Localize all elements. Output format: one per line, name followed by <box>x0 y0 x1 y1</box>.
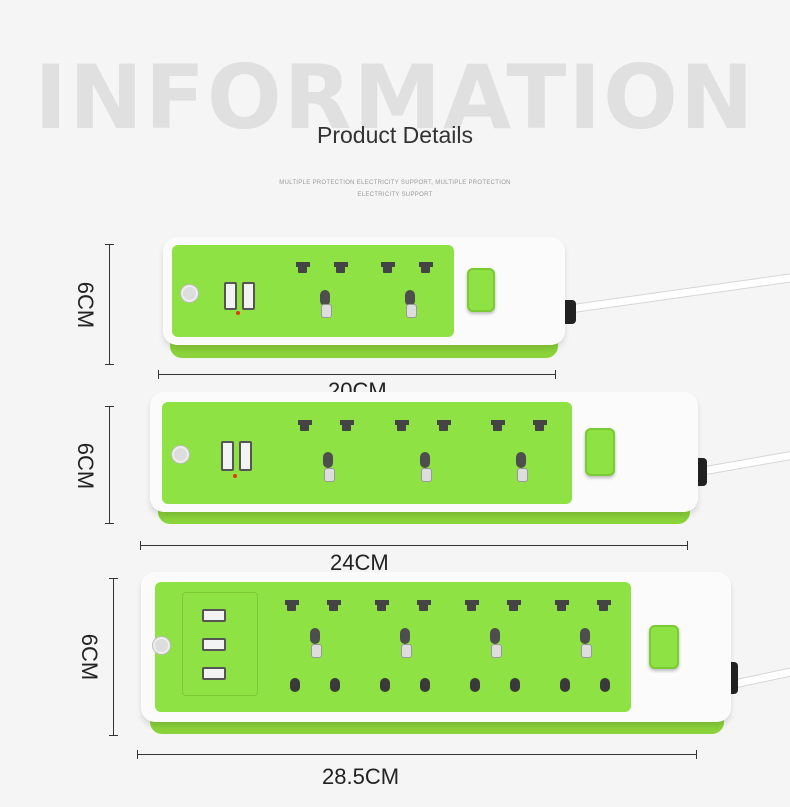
length-dimension-line <box>140 541 688 550</box>
length-dimension-line <box>137 750 697 759</box>
power-cord <box>731 663 790 689</box>
usb-status-light <box>236 311 240 315</box>
height-label: 6CM <box>73 442 99 490</box>
page-title: Product Details <box>317 122 473 148</box>
outlet-2[interactable] <box>379 262 443 326</box>
usb-port-1[interactable] <box>202 609 226 622</box>
power-cord <box>699 445 790 476</box>
power-switch[interactable] <box>585 428 615 476</box>
power-switch[interactable] <box>649 625 679 669</box>
outlet-1[interactable] <box>294 262 358 326</box>
outlet-4[interactable] <box>555 600 619 696</box>
power-cord <box>565 272 790 314</box>
outlet-3[interactable] <box>465 600 529 696</box>
subtitle-line-1: MULTIPLE PROTECTION ELECTRICITY SUPPORT,… <box>279 180 511 186</box>
height-label: 6CM <box>73 281 99 329</box>
length-dimension-line <box>158 370 556 379</box>
length-label: 24CM <box>330 550 389 575</box>
usb-port-2[interactable] <box>239 441 252 471</box>
height-dimension-line <box>109 578 118 736</box>
indicator-light <box>181 285 198 302</box>
usb-port-1[interactable] <box>221 441 234 471</box>
height-label: 6CM <box>77 633 103 681</box>
usb-status-light <box>233 474 237 478</box>
indicator-light <box>153 637 170 654</box>
outlet-2[interactable] <box>393 420 457 484</box>
usb-port-3[interactable] <box>202 667 226 680</box>
watermark-text: INFORMATION <box>34 46 756 149</box>
outlet-1[interactable] <box>285 600 349 696</box>
subtitle-line-2: ELECTRICITY SUPPORT <box>357 192 433 198</box>
outlet-3[interactable] <box>489 420 553 484</box>
usb-port-2[interactable] <box>202 638 226 651</box>
length-label: 28.5CM <box>322 764 400 789</box>
indicator-light <box>172 446 189 463</box>
power-switch[interactable] <box>467 268 495 312</box>
height-dimension-line <box>105 244 114 365</box>
height-dimension-line <box>105 406 114 524</box>
outlet-2[interactable] <box>375 600 439 696</box>
usb-port-1[interactable] <box>224 282 237 310</box>
usb-port-2[interactable] <box>242 282 255 310</box>
outlet-1[interactable] <box>296 420 360 484</box>
cord-plug <box>562 300 576 324</box>
